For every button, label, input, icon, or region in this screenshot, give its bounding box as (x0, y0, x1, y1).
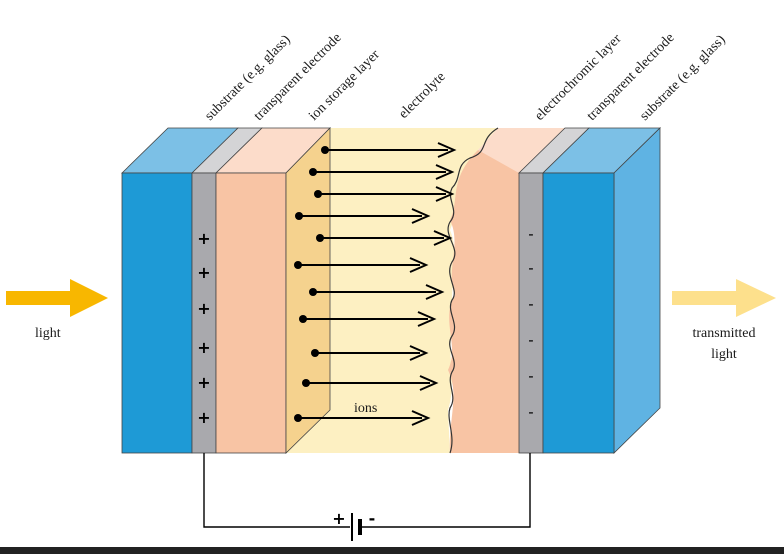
plus-sign: + (197, 299, 210, 318)
circuit-wire (362, 453, 531, 528)
circuit-wire (203, 453, 350, 528)
ion-arrow (311, 345, 429, 361)
ion-arrow (316, 230, 453, 246)
ion-arrow (309, 284, 445, 300)
ion-arrow (309, 164, 455, 180)
label-electrochromic-layer: electrochromic layer (532, 31, 624, 123)
battery-plus-label: + (332, 509, 345, 528)
ion-arrow (294, 257, 429, 273)
minus-sign: - (528, 331, 533, 349)
right-substrate-front (542, 172, 615, 454)
label-substrate-left: substrate (e.g. glass) (202, 32, 294, 124)
ions-label: ions (354, 401, 377, 416)
ion-arrow (302, 375, 439, 391)
plus-sign: + (197, 263, 210, 282)
plus-sign: + (197, 229, 210, 248)
ion-arrow (314, 186, 455, 202)
electrolyte-region (286, 128, 498, 453)
ion-arrow (294, 410, 431, 426)
label-electrolyte: electrolyte (396, 69, 448, 121)
bottom-bar (0, 547, 784, 554)
label-transparent-electrode-right: transparent electrode (584, 30, 677, 123)
ion-storage-front (215, 172, 287, 454)
plus-sign: + (197, 408, 210, 427)
minus-sign: - (528, 403, 533, 421)
transmitted-light-label-line2: light (711, 347, 737, 362)
right-substrate-side (613, 127, 661, 454)
transmitted-light-arrow (672, 279, 776, 317)
right-electrode-front (518, 172, 544, 454)
electrochromic-layer-front (448, 150, 519, 453)
minus-sign: - (528, 225, 533, 243)
left-electrode-front (191, 172, 217, 454)
ion-arrow (299, 311, 437, 327)
ion-arrow (295, 208, 431, 224)
electrochromic-layer-top (478, 128, 565, 173)
minus-sign: - (528, 295, 533, 313)
plus-sign: + (197, 373, 210, 392)
minus-sign: - (528, 367, 533, 385)
light-label: light (35, 326, 61, 341)
minus-signs: - - - - - - (528, 225, 533, 421)
left-substrate-front (121, 172, 193, 454)
minus-sign: - (528, 259, 533, 277)
plus-signs: + + + + + + (197, 229, 210, 427)
battery-minus-label: - (369, 509, 376, 528)
ion-arrow (321, 142, 457, 158)
plus-sign: + (197, 338, 210, 357)
incoming-light-arrow (6, 279, 108, 317)
electrolyte-interface (447, 127, 499, 454)
transmitted-light-label-line1: transmitted (693, 326, 756, 341)
ion-storage-side (285, 127, 331, 454)
ion-arrows (294, 142, 457, 426)
